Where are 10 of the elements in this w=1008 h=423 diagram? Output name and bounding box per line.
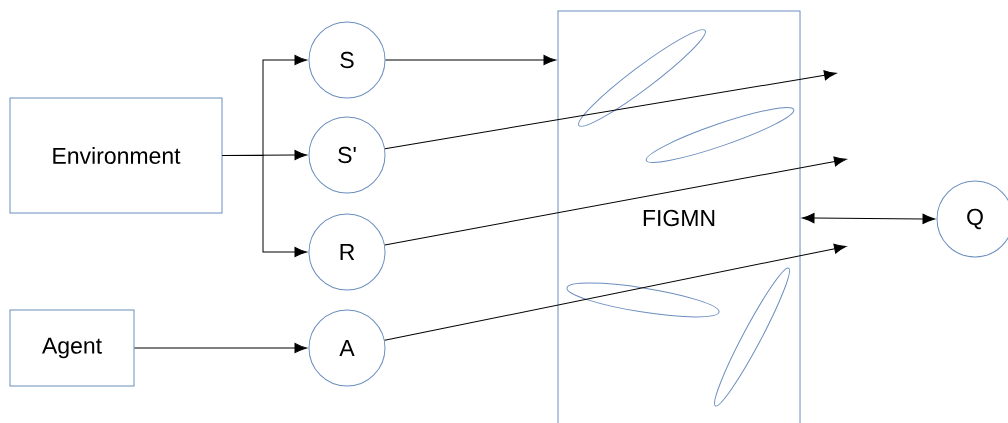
arrow — [222, 155, 308, 258]
arrow — [802, 213, 936, 224]
process-box: Agent — [9, 309, 135, 387]
arrow — [384, 243, 847, 341]
model-box: FIGMN — [557, 10, 801, 423]
arrow — [134, 342, 308, 354]
arrow — [385, 54, 557, 66]
process-box: Environment — [9, 97, 223, 214]
arrow — [384, 70, 837, 150]
arrow — [384, 156, 847, 246]
